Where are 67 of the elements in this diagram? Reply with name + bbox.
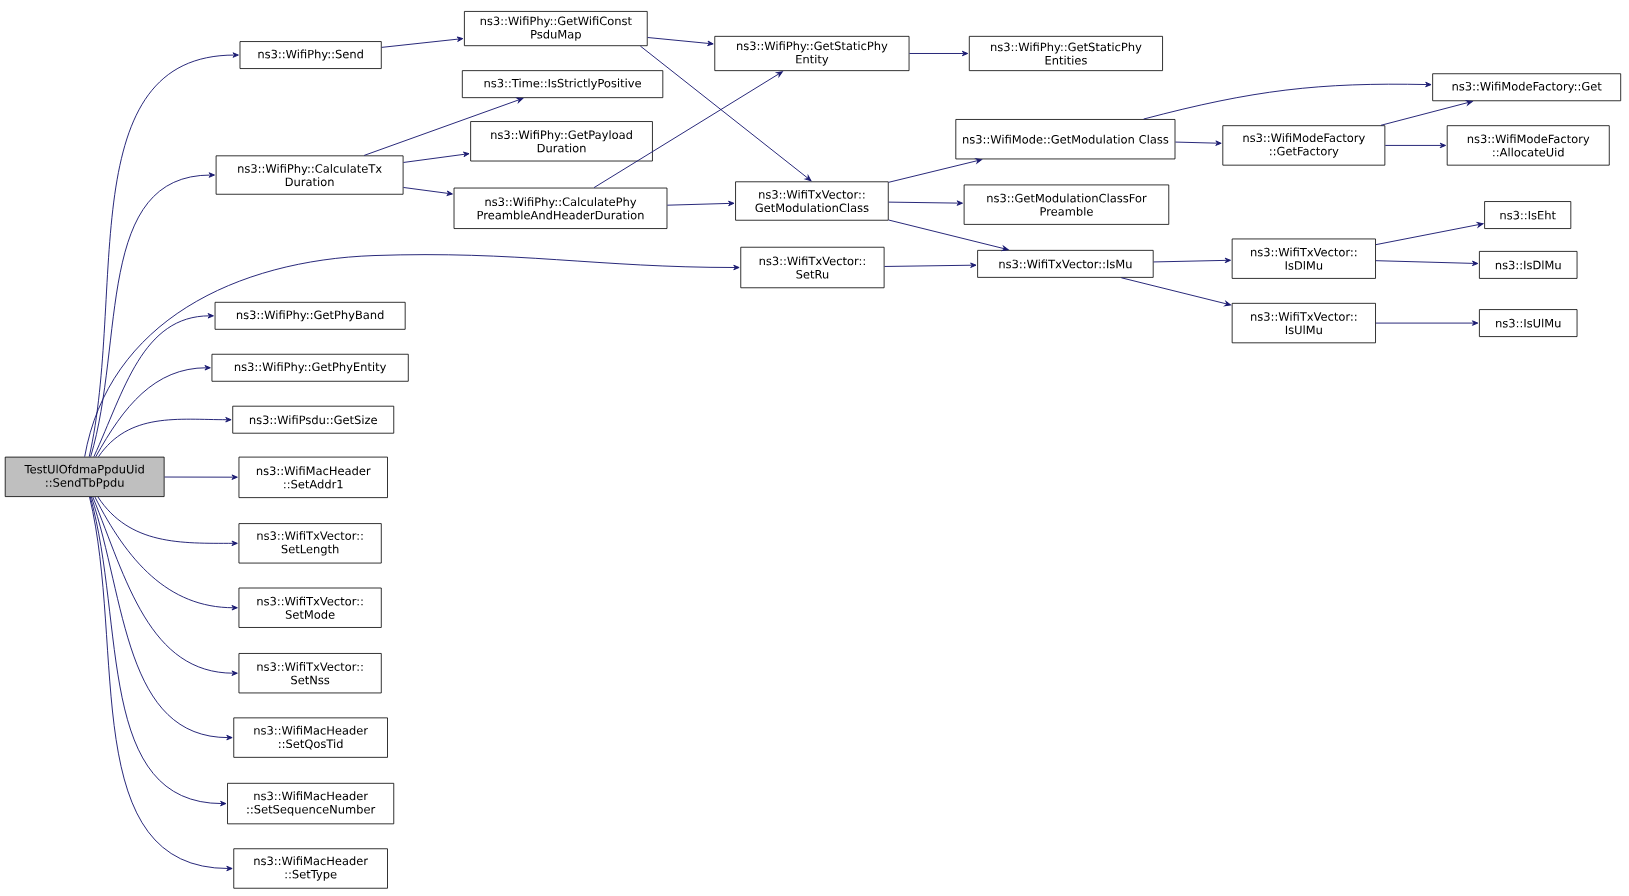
function-box: ns3::WifiPsdu::GetSize	[232, 405, 395, 434]
arrow	[89, 496, 227, 807]
arrow	[1174, 140, 1222, 146]
arrow	[1375, 320, 1479, 326]
function-box: ns3::WifiPhy::GetWifiConst PsduMap	[464, 11, 648, 47]
function-box: ns3::GetModulationClassFor Preamble	[963, 184, 1170, 225]
function-box: ns3::IsDlMu	[1479, 251, 1578, 279]
arrow	[94, 496, 238, 611]
arrow	[95, 365, 211, 458]
function-box: ns3::WifiPhy::Send	[239, 41, 382, 69]
arrow	[1375, 260, 1479, 267]
arrow	[97, 496, 238, 547]
function-box: ns3::WifiPhy::GetPhyEntity	[211, 353, 409, 382]
function-box: ns3::WifiTxVector:: SetMode	[238, 587, 382, 628]
function-box: ns3::WifiMacHeader ::SetQosTid	[233, 717, 388, 758]
function-box: ns3::WifiTxVector:: SetRu	[740, 246, 885, 289]
arrow	[884, 262, 977, 268]
arrow	[363, 97, 524, 156]
function-box: ns3::WifiPhy::CalculateTx Duration	[215, 155, 404, 195]
arrow	[888, 158, 983, 183]
arrow	[92, 496, 238, 676]
function-box: ns3::WifiModeFactory::Get	[1432, 73, 1622, 102]
arrow	[1384, 142, 1447, 149]
function-box: ns3::Time::IsStrictlyPositive	[461, 70, 664, 99]
arrow	[381, 36, 464, 48]
arrow	[90, 496, 233, 741]
function-box: ns3::WifiMacHeader ::SetType	[233, 848, 388, 889]
function-box: ns3::WifiModeFactory ::AllocateUid	[1446, 125, 1610, 166]
arrow	[909, 50, 969, 57]
function-box: ns3::WifiTxVector:: SetNss	[238, 653, 382, 694]
function-box: ns3::WifiPhy::GetPayload Duration	[470, 121, 653, 162]
function-box: ns3::WifiTxVector::IsMu	[977, 249, 1154, 278]
function-box: ns3::WifiPhy::GetStaticPhy Entities	[968, 35, 1163, 72]
function-box: ns3::WifiPhy::GetPhyBand	[214, 301, 406, 330]
arrow	[98, 417, 232, 458]
function-box: ns3::WifiTxVector:: IsUlMu	[1231, 302, 1376, 344]
function-box: ns3::WifiPhy::CalculatePhy PreambleAndHeaderDuration	[453, 187, 668, 229]
function-box: ns3::WifiModeFactory ::GetFactory	[1222, 125, 1386, 166]
arrow	[403, 151, 470, 163]
arrow	[1375, 222, 1484, 246]
arrow	[1143, 81, 1432, 120]
arrow	[88, 52, 239, 458]
arrow	[1380, 100, 1473, 126]
function-box: ns3::WifiTxVector:: GetModulationClass	[735, 181, 889, 221]
function-box: ns3::WifiMacHeader ::SetSequenceNumber	[227, 782, 395, 825]
function-box: TestUlOfdmaPpduUid ::SendTbPpdu	[4, 456, 165, 497]
arrow	[89, 496, 233, 872]
arrow	[639, 45, 812, 182]
arrow	[84, 254, 740, 458]
arrow	[888, 200, 963, 206]
arrow	[647, 37, 714, 47]
arrow	[888, 219, 1009, 252]
arrow	[90, 172, 215, 458]
function-box: ns3::WifiTxVector:: SetLength	[238, 523, 382, 564]
arrow	[164, 474, 238, 480]
arrow	[593, 71, 783, 189]
arrow	[1120, 277, 1232, 307]
arrow	[93, 313, 214, 458]
arrow	[666, 200, 735, 207]
function-box: ns3::WifiMode::GetModulation Class	[955, 119, 1176, 160]
arrow	[1153, 257, 1231, 264]
function-box: ns3::WifiTxVector:: IsDlMu	[1231, 238, 1376, 279]
function-box: ns3::WifiMacHeader ::SetAddr1	[238, 456, 388, 498]
function-box: ns3::IsEht	[1484, 201, 1572, 229]
function-box: ns3::IsUlMu	[1479, 309, 1578, 337]
function-box: ns3::WifiPhy::GetStaticPhy Entity	[714, 35, 910, 72]
arrow	[403, 187, 453, 196]
